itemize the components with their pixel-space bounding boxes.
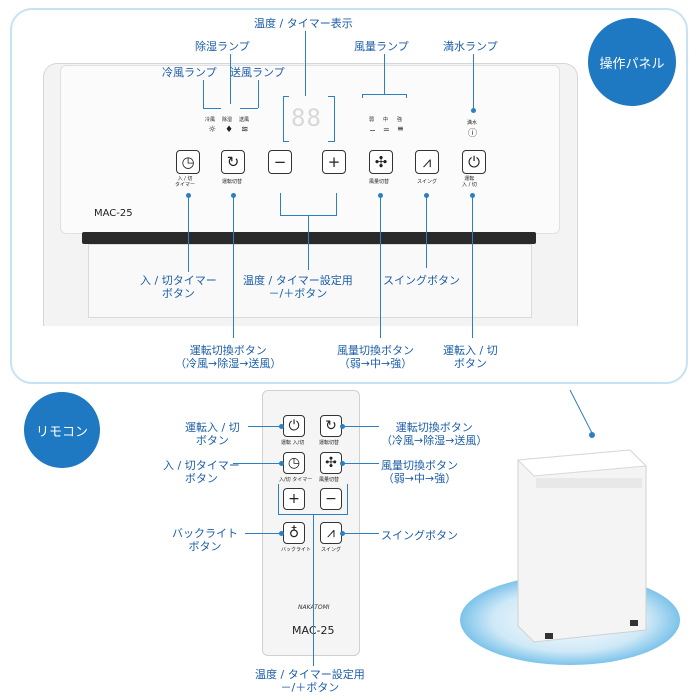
speed-lamp-low: 弱	[369, 117, 375, 123]
mode-lamp-dry: 除湿	[222, 117, 233, 123]
remote-power-button[interactable]: ⏻	[283, 415, 305, 437]
panel-model: MAC-25	[94, 208, 133, 219]
full-lamp-small: 満水	[467, 120, 478, 126]
remote-swing-button[interactable]: ⩘	[320, 522, 342, 544]
clock-icon: ◷	[181, 153, 195, 171]
remote-plus-button[interactable]: +	[283, 488, 305, 510]
remote-timer-callout: 入 / 切タイマー ボタン	[163, 459, 240, 485]
power-button-label: 運転 入 / 切	[462, 176, 477, 188]
remote-fan-button[interactable]: ✣	[320, 452, 342, 474]
full-lamp-icon: ⓘ	[468, 129, 478, 139]
remote-minus-button[interactable]: −	[320, 488, 342, 510]
timer-button[interactable]: ◷	[176, 150, 200, 174]
air-vent	[82, 232, 536, 244]
remote-fan-callout: 風量切換ボタン （弱→中→強）	[381, 459, 458, 485]
vent-grille	[88, 244, 532, 318]
dehumid-lamp-label: 除湿ランプ	[195, 40, 250, 53]
control-panel	[60, 65, 560, 234]
remote-swing-callout: スイングボタン	[381, 529, 458, 542]
swing-button-label: スイング	[417, 179, 438, 185]
remote-mode-button[interactable]: ↻	[320, 415, 342, 437]
cycle-icon: ↻	[226, 153, 240, 171]
fan-icon: ✣	[374, 153, 388, 171]
panel-frame	[10, 8, 688, 384]
clock-icon: ◷	[287, 455, 301, 471]
remote-mode-callout: 運転切換ボタン （冷風→除湿→送風）	[381, 421, 488, 447]
mode-callout: 運転切換ボタン （冷風→除湿→送風）	[175, 344, 282, 370]
remote-control	[262, 390, 360, 656]
swing-icon: ⩘	[327, 525, 335, 541]
remote-power-small: 運転 入/切	[281, 440, 305, 446]
panel-badge: 操作パネル	[588, 18, 676, 106]
remote-badge: リモコン	[24, 392, 100, 468]
remote-mode-small: 運転切替	[319, 440, 340, 446]
swing-icon: ⩘	[422, 153, 432, 171]
bulb-icon: ♁	[288, 525, 300, 541]
speed-high-icon: ≡	[397, 124, 404, 133]
drop-icon: ♦	[225, 125, 234, 135]
display-callout-line	[305, 31, 306, 96]
speed-lamp-mid: 中	[383, 117, 389, 123]
plus-icon: +	[288, 491, 300, 507]
sun-icon: ☼	[208, 125, 217, 135]
fan-callout: 風量切換ボタン （弱→中→強）	[337, 344, 414, 370]
speed-low-icon: −	[369, 126, 376, 135]
full-callout-line	[473, 54, 474, 109]
cool-lamp-label: 冷風ランプ	[162, 66, 217, 79]
mode-lamp-cool: 冷風	[205, 117, 216, 123]
remote-timer-button[interactable]: ◷	[283, 452, 305, 474]
power-button[interactable]: ⏻	[462, 150, 486, 174]
plus-icon: +	[327, 153, 341, 171]
cool-callout-line	[203, 80, 204, 108]
speed-mid-icon: =	[383, 125, 390, 134]
fan-button[interactable]: ✣	[369, 150, 393, 174]
product-illustration	[460, 389, 680, 665]
remote-backlight-button[interactable]: ♁	[283, 522, 305, 544]
remote-backlight-small: バックライト	[281, 547, 312, 553]
remote-timer-small: 入/切 タイマー	[279, 477, 313, 483]
remote-power-callout: 運転入 / 切 ボタン	[185, 421, 240, 447]
power-callout: 運転入 / 切 ボタン	[443, 344, 498, 370]
minus-icon: −	[273, 153, 287, 171]
fan-lamp-label: 送風ランプ	[230, 66, 285, 79]
minus-button[interactable]: −	[268, 150, 292, 174]
remote-fan-small: 風量切替	[319, 477, 340, 483]
fan-button-label: 風量切替	[369, 179, 390, 185]
swing-callout: スイングボタン	[383, 274, 460, 287]
display-label: 温度 / タイマー表示	[254, 17, 353, 30]
wind-icon: ≋	[241, 125, 249, 135]
remote-temp-callout: 温度 / タイマー設定用 －/＋ボタン	[255, 668, 365, 694]
temp-display: 88	[291, 104, 322, 132]
mode-lamp-fan: 送風	[239, 117, 250, 123]
dehumid-callout-line	[230, 54, 231, 104]
power-icon: ⏻	[288, 418, 300, 434]
remote-backlight-callout: バックライト ボタン	[172, 527, 238, 553]
power-icon: ⏻	[468, 153, 480, 171]
remote-swing-small: スイング	[321, 547, 342, 553]
swing-button[interactable]: ⩘	[415, 150, 439, 174]
fanspeed-callout-line	[384, 54, 385, 94]
plus-button[interactable]: +	[322, 150, 346, 174]
mode-button[interactable]: ↻	[221, 150, 245, 174]
fan-icon: ✣	[325, 455, 337, 471]
full-lamp-label: 満水ランプ	[443, 40, 498, 53]
timer-callout: 入 / 切タイマー ボタン	[140, 274, 217, 300]
timer-button-label: 入 / 切 タイマー	[175, 176, 196, 188]
fan-callout-line	[258, 80, 259, 108]
fanspeed-lamp-label: 風量ランプ	[354, 40, 409, 53]
speed-lamp-high: 強	[397, 117, 403, 123]
cycle-icon: ↻	[325, 418, 337, 434]
mode-button-label: 運転切替	[222, 179, 243, 185]
temp-callout: 温度 / タイマー設定用 －/＋ボタン	[243, 274, 353, 300]
minus-icon: −	[325, 491, 337, 507]
